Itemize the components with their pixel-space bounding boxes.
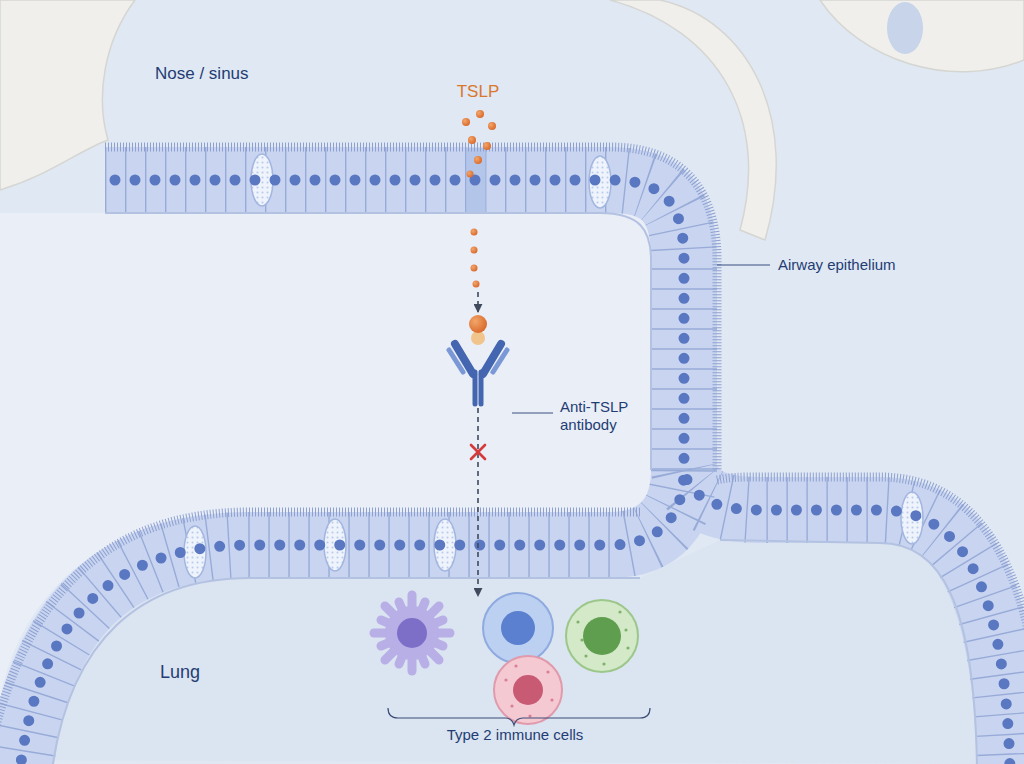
antibody-symbol [449, 350, 463, 372]
block-cross [471, 445, 485, 459]
block-cross [471, 445, 485, 459]
immune-cell [513, 675, 543, 705]
block-cross [471, 445, 485, 459]
text-label: Lung [160, 662, 240, 684]
tslp-molecules [467, 171, 474, 178]
dendritic-cell [397, 618, 427, 648]
epithelium-band [105, 180, 684, 470]
immune-cell [566, 600, 638, 672]
antibody-symbol [479, 372, 484, 404]
text-label: Airway epithelium [778, 256, 978, 274]
tslp-molecules [483, 142, 491, 150]
immune-cell [583, 617, 621, 655]
cavity-region: Nose / sinus [110, 0, 630, 140]
nuclei [20, 180, 1010, 764]
molecule-group: TSLP [448, 80, 508, 292]
bone [820, 0, 1024, 72]
immune-cell [576, 610, 629, 665]
text-label: Anti-TSLP antibody [560, 398, 655, 434]
leader-line [717, 265, 770, 266]
antibody-symbol [471, 331, 485, 345]
cilia [105, 147, 717, 470]
immune-cell [501, 611, 535, 645]
immune-cell [566, 600, 638, 672]
tslp-molecules [471, 229, 478, 236]
immune-cell [602, 662, 605, 665]
tslp-molecules [471, 247, 478, 254]
immune-cell [483, 593, 553, 663]
immune-cell [494, 656, 562, 724]
tslp-molecules [473, 281, 480, 288]
tslp-molecules [462, 110, 496, 288]
bone [887, 2, 923, 54]
bracket [388, 708, 650, 725]
cell-boundaries [20, 180, 1010, 764]
antibody-symbol [473, 372, 478, 404]
lung-region: LungType 2 immune cells [0, 590, 1024, 764]
immune-cell [528, 714, 531, 717]
immune-cell [626, 646, 629, 649]
basement-membrane [720, 540, 977, 764]
cilia [717, 477, 1024, 764]
tslp-molecules [488, 122, 496, 130]
immune-cell [580, 638, 583, 641]
dendritic-cell [374, 595, 450, 671]
cell-boundaries [684, 470, 1010, 764]
immune-cell [494, 656, 562, 724]
immune-cell [504, 678, 507, 681]
tslp-molecules [471, 265, 478, 272]
dashed-arrow [477, 408, 479, 596]
tslp-molecules [476, 110, 484, 118]
cilia [0, 147, 1024, 764]
tslp-molecules [462, 118, 470, 126]
immune-cell [576, 620, 579, 623]
immune-cell [510, 704, 513, 707]
antibody-node: Anti-TSLP antibody [445, 312, 511, 408]
basement-membrane [52, 213, 977, 764]
nuclei [684, 470, 1010, 764]
immune-cell [584, 654, 587, 657]
dashed-arrow [477, 292, 479, 312]
immune-cell [546, 670, 549, 673]
text-label: TSLP [428, 82, 528, 102]
antibody-symbol [449, 315, 507, 404]
dendritic-cell [374, 595, 450, 671]
tslp-molecules [474, 156, 482, 164]
immune-cell [618, 610, 621, 613]
dendritic-cell [385, 606, 439, 660]
epithelium-band [20, 180, 1010, 764]
immune-cell [550, 698, 553, 701]
text-label: Nose / sinus [155, 64, 315, 84]
antibody-symbol [493, 350, 507, 372]
leader-line [512, 413, 553, 414]
immune-cell [624, 628, 627, 631]
nuclei [105, 180, 684, 470]
immune-cell [514, 664, 517, 667]
tslp-molecules [468, 136, 476, 144]
immune-cell [483, 593, 553, 663]
cell-boundaries [105, 180, 684, 470]
epithelium-band [684, 470, 1010, 764]
antibody-symbol [469, 315, 487, 333]
cell-group: Type 2 immune cells [375, 596, 655, 748]
text-label: Type 2 immune cells [375, 726, 655, 744]
immune-cell [504, 664, 553, 717]
